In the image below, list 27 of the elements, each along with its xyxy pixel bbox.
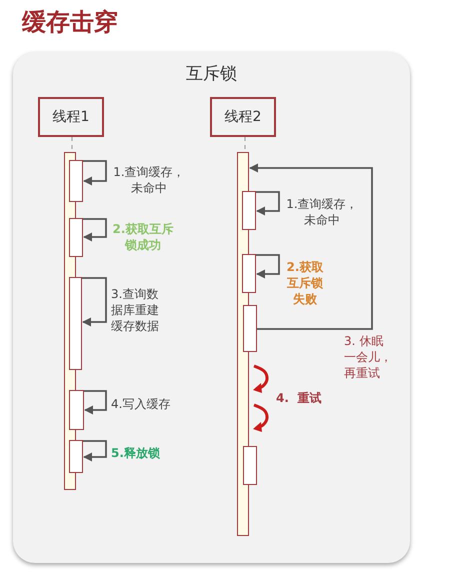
- activation-box: [69, 277, 82, 370]
- step-label: 4. 重试: [276, 390, 322, 406]
- curved-arrow: [256, 254, 280, 278]
- activation-box: [243, 446, 257, 485]
- curved-arrow: [83, 160, 107, 186]
- arrow: [249, 164, 373, 330]
- activation-box: [69, 440, 83, 473]
- curved-arrow: [256, 191, 280, 216]
- activation-box: [69, 218, 83, 257]
- curved-arrow: [82, 277, 107, 326]
- edge-label: 2.获取互斥锁成功: [110, 221, 176, 253]
- thread-label: 线程2: [224, 108, 262, 126]
- thread-box: [38, 97, 104, 137]
- curved-arrow: [84, 390, 107, 414]
- activation-box: [69, 390, 84, 430]
- activation-box: [242, 254, 256, 293]
- curved-arrow: [83, 440, 107, 462]
- edge-label: 2.获取互斥锁失败: [284, 259, 326, 307]
- panel-card: [13, 52, 410, 563]
- activation-box: [243, 305, 257, 352]
- activation-box: [242, 191, 256, 230]
- thread-box: [210, 97, 276, 137]
- activation-box: [69, 160, 83, 202]
- thread-label: 线程1: [52, 108, 90, 126]
- panel-title: 互斥锁: [185, 63, 238, 85]
- page-title: 缓存击穿: [22, 7, 118, 38]
- curved-arrow: [83, 218, 107, 242]
